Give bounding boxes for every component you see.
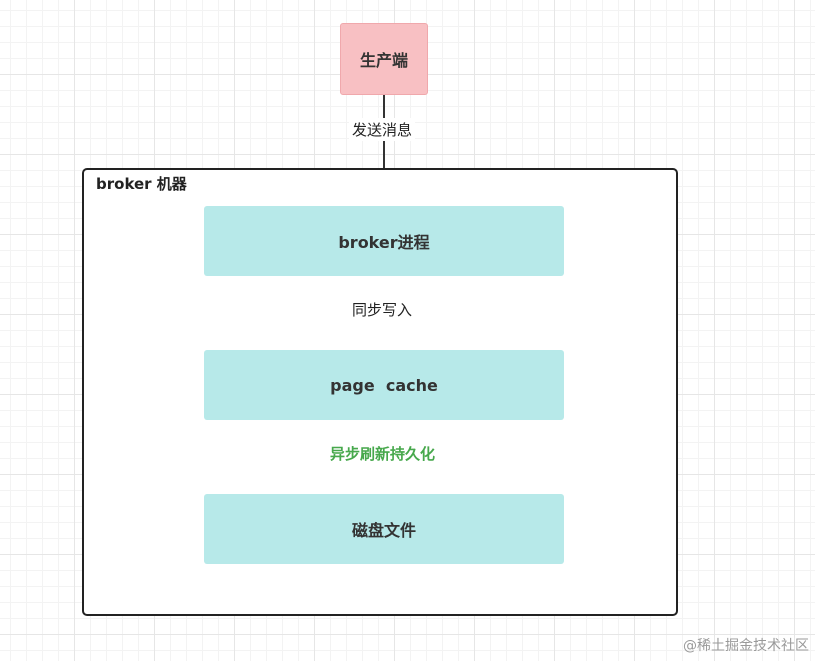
sync-write-label: 同步写入 bbox=[349, 298, 416, 321]
page-cache-node: page cache bbox=[204, 350, 564, 420]
async-flush-label: 异步刷新持久化 bbox=[327, 442, 439, 465]
broker-machine-label: broker 机器 bbox=[96, 175, 187, 193]
producer-node: 生产端 bbox=[340, 23, 428, 95]
page-cache-label: page cache bbox=[330, 375, 438, 395]
disk-file-node: 磁盘文件 bbox=[204, 494, 564, 564]
broker-process-label: broker进程 bbox=[338, 233, 430, 252]
broker-process-node: broker进程 bbox=[204, 206, 564, 276]
send-message-label: 发送消息 bbox=[349, 118, 416, 141]
producer-label: 生产端 bbox=[359, 51, 408, 70]
watermark: @稀土掘金技术社区 bbox=[683, 638, 809, 654]
disk-file-label: 磁盘文件 bbox=[351, 521, 416, 540]
